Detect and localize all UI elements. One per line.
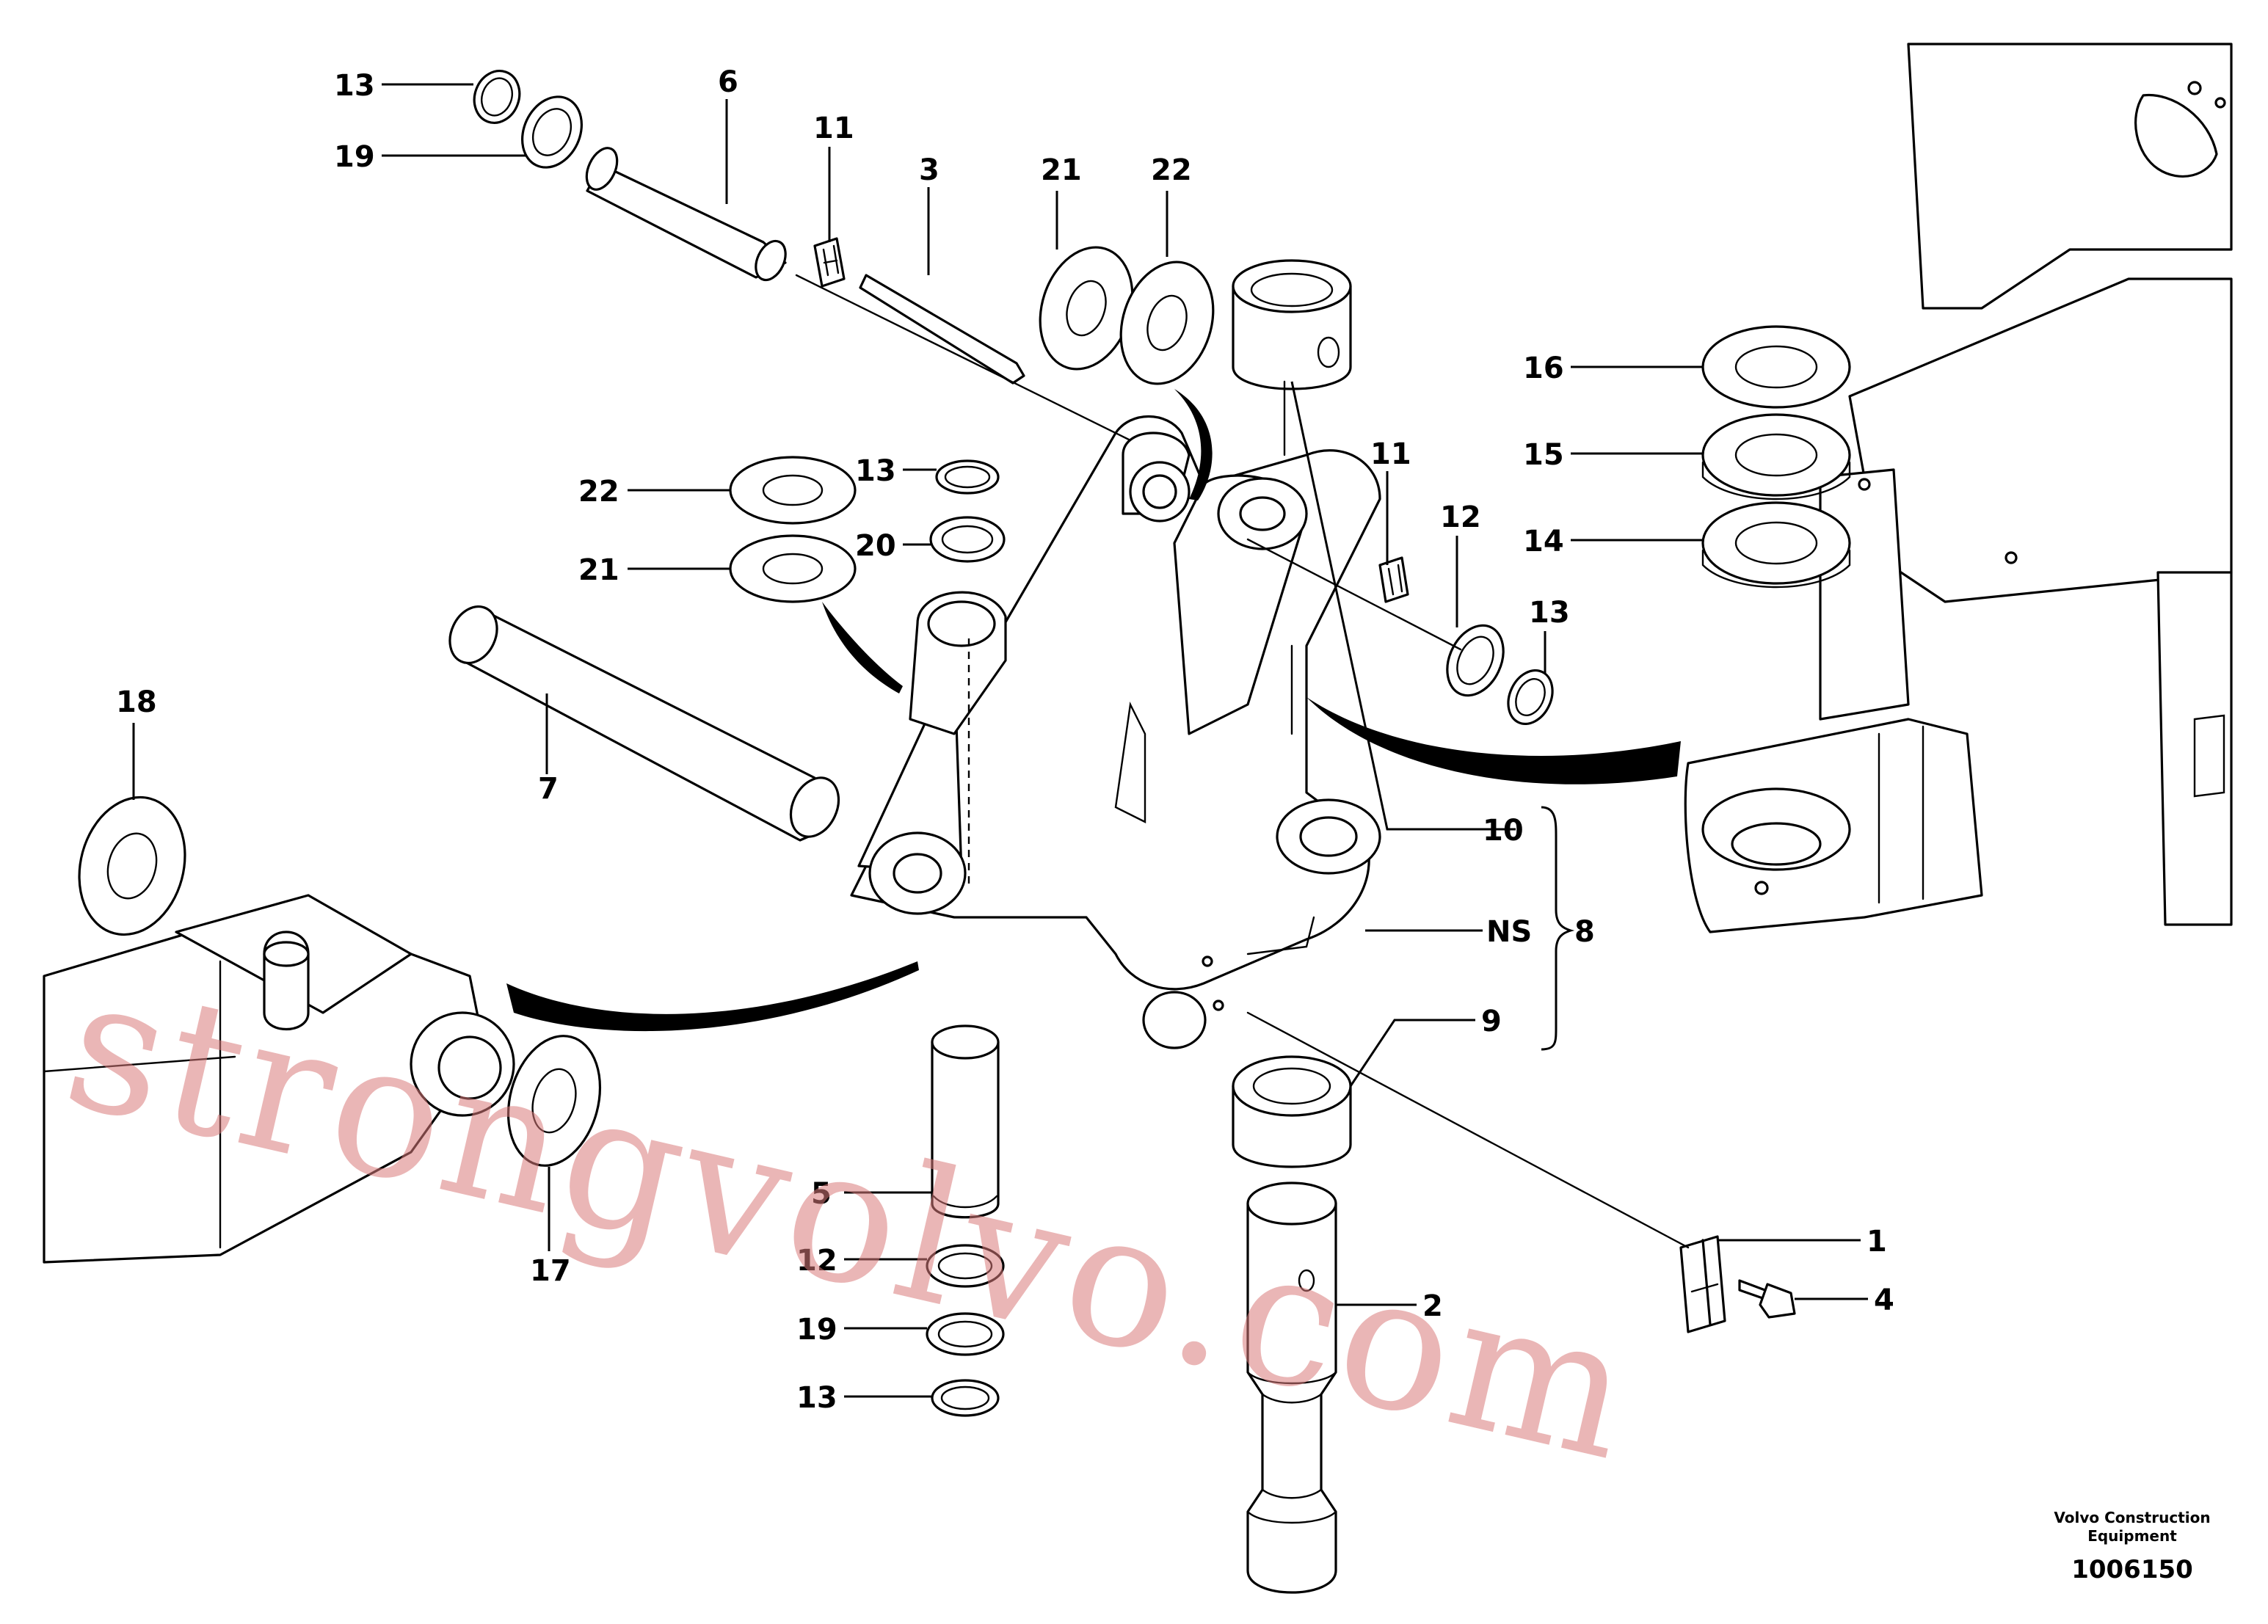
callout-20: 20 bbox=[855, 529, 896, 563]
callout-12-right: 12 bbox=[1440, 500, 1481, 534]
callout-11-right: 11 bbox=[1370, 437, 1411, 471]
washer-21-left bbox=[729, 534, 857, 603]
washer-22-top bbox=[1119, 261, 1215, 385]
circlip-13-top bbox=[473, 70, 521, 124]
callout-13-mid: 13 bbox=[855, 454, 896, 488]
callout-13-top: 13 bbox=[334, 69, 375, 103]
callout-22-left: 22 bbox=[578, 475, 619, 509]
callout-3: 3 bbox=[919, 153, 939, 187]
lock-plate-11-top bbox=[813, 237, 846, 288]
washer-17 bbox=[506, 1035, 602, 1167]
callout-16: 16 bbox=[1523, 352, 1564, 385]
lock-plate-1 bbox=[1679, 1235, 1726, 1333]
pin-5 bbox=[931, 1024, 1000, 1219]
shim-14 bbox=[1701, 501, 1851, 589]
credit-line-2: Equipment bbox=[2087, 1527, 2177, 1545]
callout-21-top: 21 bbox=[1041, 153, 1082, 187]
washer-19-top bbox=[520, 95, 584, 169]
callout-17: 17 bbox=[530, 1254, 571, 1288]
washer-22-left bbox=[729, 456, 857, 525]
assembly-arrow-boom bbox=[506, 961, 919, 1032]
callout-14: 14 bbox=[1523, 525, 1564, 558]
swing-bracket bbox=[850, 415, 1381, 1049]
bracket-8 bbox=[1541, 806, 1575, 1051]
callout-13-right: 13 bbox=[1529, 596, 1570, 630]
assembly-arrow-shims bbox=[1306, 697, 1681, 784]
leader-lines bbox=[132, 83, 1868, 1398]
circlip-13-bottom bbox=[931, 1379, 1000, 1417]
callout-19-bottom: 19 bbox=[796, 1313, 837, 1347]
washer-18 bbox=[78, 795, 186, 936]
chassis-frame bbox=[1684, 43, 2233, 933]
callout-ns: NS bbox=[1486, 915, 1532, 949]
callout-12-bottom: 12 bbox=[796, 1244, 837, 1278]
callout-5: 5 bbox=[811, 1177, 832, 1211]
king-pin-2 bbox=[1246, 1181, 1337, 1594]
callout-4: 4 bbox=[1874, 1283, 1894, 1317]
callout-18: 18 bbox=[116, 685, 157, 719]
assembly-axis-lines bbox=[795, 274, 1690, 1249]
callout-19-top: 19 bbox=[334, 140, 375, 174]
callout-10: 10 bbox=[1483, 814, 1524, 848]
pin-6 bbox=[585, 147, 787, 282]
credit-block: Volvo Construction Equipment 1006150 bbox=[2054, 1509, 2210, 1584]
callout-7: 7 bbox=[538, 772, 559, 806]
washer-20 bbox=[929, 516, 1006, 563]
callout-15: 15 bbox=[1523, 438, 1564, 472]
callout-1: 1 bbox=[1867, 1225, 1887, 1259]
assembly-arrow-washers-22-21 bbox=[1174, 389, 1213, 500]
bolt-4 bbox=[1738, 1279, 1796, 1319]
shim-15 bbox=[1701, 413, 1851, 500]
pin-7 bbox=[448, 605, 840, 842]
callout-6: 6 bbox=[718, 65, 738, 99]
callout-11-top: 11 bbox=[813, 112, 854, 145]
document-number: 1006150 bbox=[2071, 1555, 2193, 1584]
callout-13-bottom: 13 bbox=[796, 1381, 837, 1415]
rod-3 bbox=[859, 274, 1025, 385]
credit-line-1: Volvo Construction bbox=[2054, 1509, 2210, 1526]
assembly-arrows bbox=[506, 389, 1681, 1032]
boom-arm bbox=[43, 894, 515, 1264]
shim-16 bbox=[1701, 325, 1851, 409]
callout-2: 2 bbox=[1422, 1289, 1443, 1323]
callout-labels: 13 19 6 11 3 21 22 16 15 14 11 12 13 22 … bbox=[116, 65, 1894, 1415]
bushing-10 bbox=[1232, 259, 1352, 390]
callout-9: 9 bbox=[1481, 1005, 1502, 1038]
callout-22-top: 22 bbox=[1151, 153, 1192, 187]
washer-12-right bbox=[1446, 624, 1505, 697]
circlip-13-right bbox=[1507, 669, 1554, 726]
assembly-arrow-washers-left bbox=[822, 602, 903, 693]
callout-21-left: 21 bbox=[578, 553, 619, 587]
callout-8: 8 bbox=[1574, 915, 1595, 949]
bushing-9 bbox=[1232, 1055, 1352, 1168]
washer-12-bottom bbox=[926, 1244, 1005, 1288]
circlip-13-mid bbox=[935, 459, 1000, 495]
washer-19-bottom bbox=[926, 1312, 1005, 1356]
lock-plate-11-right bbox=[1378, 556, 1409, 603]
